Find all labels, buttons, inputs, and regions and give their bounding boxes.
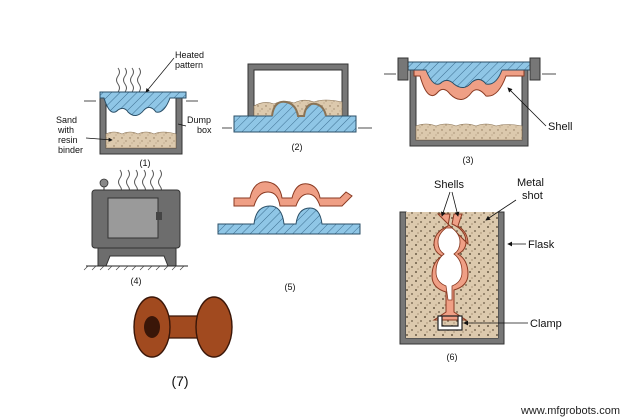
- step6-number: (6): [447, 352, 458, 362]
- step5-number: (5): [285, 282, 296, 292]
- step4-number: (4): [131, 276, 142, 286]
- leader-shells-right: [451, 191, 460, 217]
- sand-resin: [105, 131, 177, 149]
- label-sand-1: Sand: [56, 115, 77, 125]
- label-metal-shot-2: shot: [522, 190, 543, 202]
- step1-number: (1): [140, 158, 151, 168]
- box-lip-left: [397, 57, 409, 81]
- label-sand-2: with: [57, 125, 74, 135]
- step3-group: Shell (3): [384, 57, 572, 165]
- clamp: [437, 315, 463, 331]
- step7-number: (7): [171, 373, 188, 389]
- leader-heated-pattern: [145, 57, 175, 93]
- oven-legs: [97, 247, 177, 267]
- gauge-icon: [99, 178, 109, 188]
- label-sand-3: resin: [58, 135, 78, 145]
- label-metal-shot-1: Metal: [517, 177, 544, 189]
- mold-cavity: [435, 227, 463, 301]
- label-shells: Shells: [434, 179, 464, 191]
- cast-part-right-flange: [195, 296, 233, 358]
- cast-part-hole: [144, 316, 160, 338]
- oven-door: [107, 197, 159, 239]
- label-flask: Flask: [528, 239, 555, 251]
- sand-remaining: [415, 123, 523, 141]
- leader-shell: [507, 87, 547, 127]
- leader-metal-shot: [485, 199, 517, 221]
- label-heated-pattern-1: Heated: [175, 50, 204, 60]
- heated-pattern: [99, 91, 187, 116]
- step1-group: Heated pattern Dump box Sand with resin …: [56, 50, 212, 168]
- pattern-step5: [217, 205, 361, 235]
- step4-group: (4): [83, 169, 188, 286]
- heated-pattern-step3: [399, 61, 537, 88]
- label-dump-box-1: Dump: [187, 115, 211, 125]
- heat-waves-icon: [116, 67, 141, 93]
- leader-shells-left: [440, 191, 451, 217]
- step7-group: (7): [133, 296, 233, 389]
- label-sand-4: binder: [58, 145, 83, 155]
- step2-number: (2): [292, 142, 303, 152]
- label-dump-box-2: box: [197, 125, 212, 135]
- step3-number: (3): [463, 155, 474, 165]
- oven-handle: [156, 212, 162, 220]
- leader-dump-box: [177, 123, 187, 127]
- step2-group: (2): [222, 63, 372, 152]
- label-shell: Shell: [548, 121, 572, 133]
- step6-group: Shells Metal shot Flask Clamp (6): [399, 177, 562, 362]
- stripped-shell: [233, 181, 353, 207]
- label-clamp: Clamp: [530, 318, 562, 330]
- watermark: www.mfgrobots.com: [520, 405, 620, 417]
- box-lip-right: [529, 57, 541, 81]
- leader-sand: [85, 137, 113, 142]
- step5-group: (5): [217, 181, 361, 292]
- label-heated-pattern-2: pattern: [175, 60, 203, 70]
- sand-coating-step2: [271, 100, 327, 117]
